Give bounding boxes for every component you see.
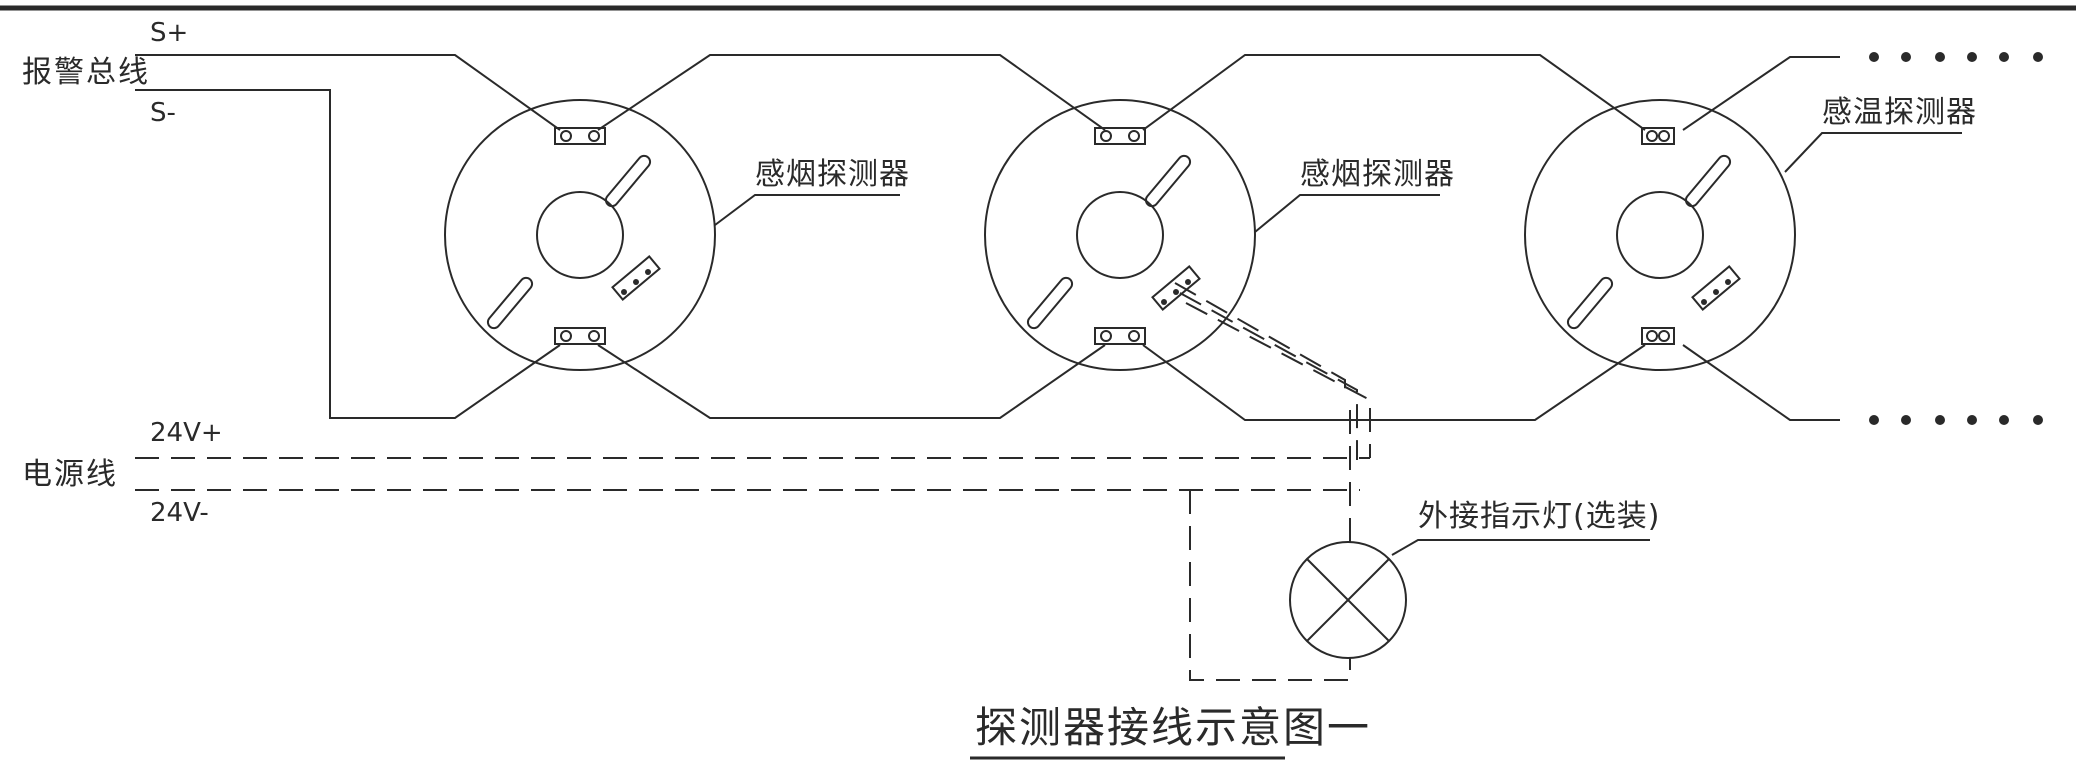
s-minus-wire-segment [597,344,1106,419]
lamp-cross [1306,558,1390,642]
s-minus-wire [135,89,561,419]
detector-2-connector [1151,265,1201,311]
detector-3-body [1524,99,1796,371]
detector-1-top-terminal [554,127,606,145]
detector-2-center [1076,191,1164,279]
diagram-title: 探测器接线示意图一 [975,703,1372,752]
detector-2-top-terminal [1094,127,1146,145]
detector-3-slot [1566,276,1614,330]
detector-3-slot [1684,154,1732,208]
detector-3-label: 感温探测器 [1822,95,1977,130]
v24-minus-label: 24V- [150,498,209,528]
s-plus-label: S+ [150,18,189,48]
s-minus-wire-segment [1682,344,1840,421]
detector-1-connector [611,255,661,301]
s-plus-wire [135,54,561,131]
lamp-leader [1391,539,1650,556]
external-lamp-label: 外接指示灯(选装) [1418,499,1661,534]
detector-3-top-terminal [1641,127,1675,145]
detector-2-leader [1254,194,1440,233]
detector-2-bottom-terminal [1094,327,1146,345]
s-plus-wire-segment [1142,54,1646,131]
detector-1-body [444,99,716,371]
detector-2-slot [1144,154,1192,208]
detector-2-slot [1026,276,1074,330]
detector-1-label: 感烟探测器 [755,157,910,192]
detector-3-leader [1784,132,1962,173]
connector-wire [1174,282,1346,400]
alarm-bus-label: 报警总线 [22,55,150,90]
lamp-power-wire [1189,490,1351,681]
detector-3-center [1616,191,1704,279]
power-line-label: 电源线 [22,457,118,492]
connector-wire [1179,292,1358,460]
detector-3-bottom-terminal [1641,327,1675,345]
detector-2-body [984,99,1256,371]
connector-wire [1185,302,1371,458]
s-minus-wire-segment [1142,344,1646,421]
detector-1-slot [604,154,652,208]
detector-1-center [536,191,624,279]
s-plus-wire-segment [1682,56,1840,131]
external-lamp [1289,541,1407,659]
detector-1-leader [714,194,900,226]
detector-1-bottom-terminal [554,327,606,345]
detector-1-slot [486,276,534,330]
s-plus-wire-segment [597,54,1106,131]
detector-3-connector [1691,265,1741,311]
s-minus-label: S- [150,98,176,128]
detector-2-label: 感烟探测器 [1300,157,1455,192]
v24-plus-label: 24V+ [150,418,223,448]
